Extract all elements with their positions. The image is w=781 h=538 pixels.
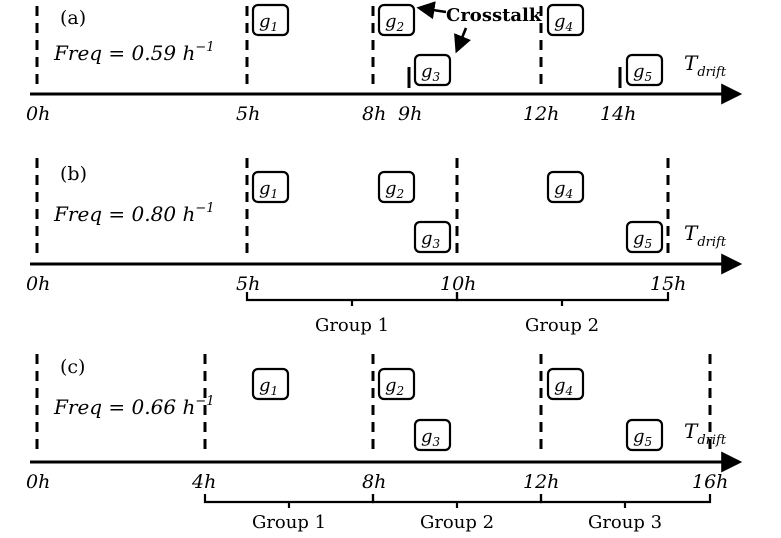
tick-label-8h: 8h bbox=[362, 103, 386, 125]
axis-label: Tdrift bbox=[684, 51, 727, 80]
group-label-3: Group 3 bbox=[588, 512, 662, 533]
tick-label-5h: 5h bbox=[236, 103, 260, 125]
svg-text:g5: g5 bbox=[633, 228, 652, 251]
task-box-g2: g2 bbox=[377, 367, 416, 401]
task-box-g1: g1 bbox=[251, 170, 290, 204]
task-box-g3: g3 bbox=[413, 418, 452, 452]
frequency-label: Freq = 0.80 h−1 bbox=[53, 201, 215, 226]
svg-text:g5: g5 bbox=[633, 426, 652, 449]
task-box-g2: g2 bbox=[377, 170, 416, 204]
svg-text:g3: g3 bbox=[421, 426, 441, 449]
panel-c: (c) Freq = 0.66 h−1 Tdrift 0h 4h 8h 12h … bbox=[26, 354, 743, 533]
svg-text:g1: g1 bbox=[259, 178, 278, 201]
panel-b: (b) Freq = 0.80 h−1 Tdrift 0h 5h 10h 15h… bbox=[26, 158, 743, 336]
tick-label-0h: 0h bbox=[26, 273, 50, 295]
panel-label: (c) bbox=[60, 356, 85, 378]
tick-label-8h: 8h bbox=[362, 471, 386, 493]
group-label-1: Group 1 bbox=[315, 315, 389, 336]
group-bracket-2 bbox=[455, 292, 670, 306]
tick-label-16h: 16h bbox=[692, 471, 728, 493]
panel-a: (a) Freq = 0.59 h−1 Tdrift 0h 5h 8h 9h 1… bbox=[26, 1, 743, 125]
task-box-g5: g5 bbox=[625, 220, 664, 254]
svg-text:g4: g4 bbox=[554, 375, 573, 398]
svg-text:g2: g2 bbox=[385, 178, 404, 201]
panel-label: (b) bbox=[60, 163, 87, 185]
group-bracket-1 bbox=[245, 292, 459, 306]
tick-label-5h: 5h bbox=[236, 273, 260, 295]
svg-text:g2: g2 bbox=[385, 11, 404, 34]
crosstalk-annotation: Crosstalk bbox=[446, 5, 542, 26]
task-box-g5: g5 bbox=[625, 418, 664, 452]
svg-text:g2: g2 bbox=[385, 375, 404, 398]
tick-label-9h: 9h bbox=[398, 103, 422, 125]
svg-text:g4: g4 bbox=[554, 178, 573, 201]
frequency-label: Freq = 0.66 h−1 bbox=[53, 394, 215, 419]
group-bracket-1 bbox=[203, 494, 375, 508]
axis-label: Tdrift bbox=[684, 419, 727, 448]
task-box-g1: g1 bbox=[251, 367, 290, 401]
svg-text:g4: g4 bbox=[554, 11, 573, 34]
task-box-g5: g5 bbox=[625, 53, 664, 87]
group-label-2: Group 2 bbox=[525, 315, 599, 336]
svg-text:g3: g3 bbox=[421, 228, 441, 251]
group-bracket-2 bbox=[371, 494, 543, 508]
group-label-1: Group 1 bbox=[252, 512, 326, 533]
tick-label-15h: 15h bbox=[650, 273, 686, 295]
svg-text:g1: g1 bbox=[259, 11, 278, 34]
svg-text:g5: g5 bbox=[633, 61, 652, 84]
task-box-g2: g2 bbox=[377, 3, 416, 37]
task-box-g4: g4 bbox=[546, 170, 585, 204]
panel-label: (a) bbox=[60, 7, 86, 29]
tick-label-14h: 14h bbox=[600, 103, 636, 125]
tick-label-4h: 4h bbox=[191, 471, 216, 493]
frequency-label: Freq = 0.59 h−1 bbox=[53, 40, 215, 65]
tick-label-0h: 0h bbox=[26, 471, 50, 493]
task-box-g3: g3 bbox=[413, 220, 452, 254]
crosstalk-arrow-to-g2 bbox=[416, 1, 447, 20]
tick-label-12h: 12h bbox=[523, 103, 559, 125]
tick-label-12h: 12h bbox=[523, 471, 559, 493]
svg-text:g3: g3 bbox=[421, 61, 441, 84]
task-box-g1: g1 bbox=[251, 3, 290, 37]
axis-label: Tdrift bbox=[684, 221, 727, 250]
task-box-g4: g4 bbox=[546, 367, 585, 401]
group-label-2: Group 2 bbox=[420, 512, 494, 533]
svg-text:g1: g1 bbox=[259, 375, 278, 398]
tick-label-0h: 0h bbox=[26, 103, 50, 125]
task-box-g4: g4 bbox=[546, 3, 585, 37]
crosstalk-arrow-to-g3 bbox=[454, 27, 471, 54]
tick-label-10h: 10h bbox=[440, 273, 476, 295]
task-box-g3: g3 bbox=[413, 53, 452, 87]
group-bracket-3 bbox=[539, 494, 712, 508]
